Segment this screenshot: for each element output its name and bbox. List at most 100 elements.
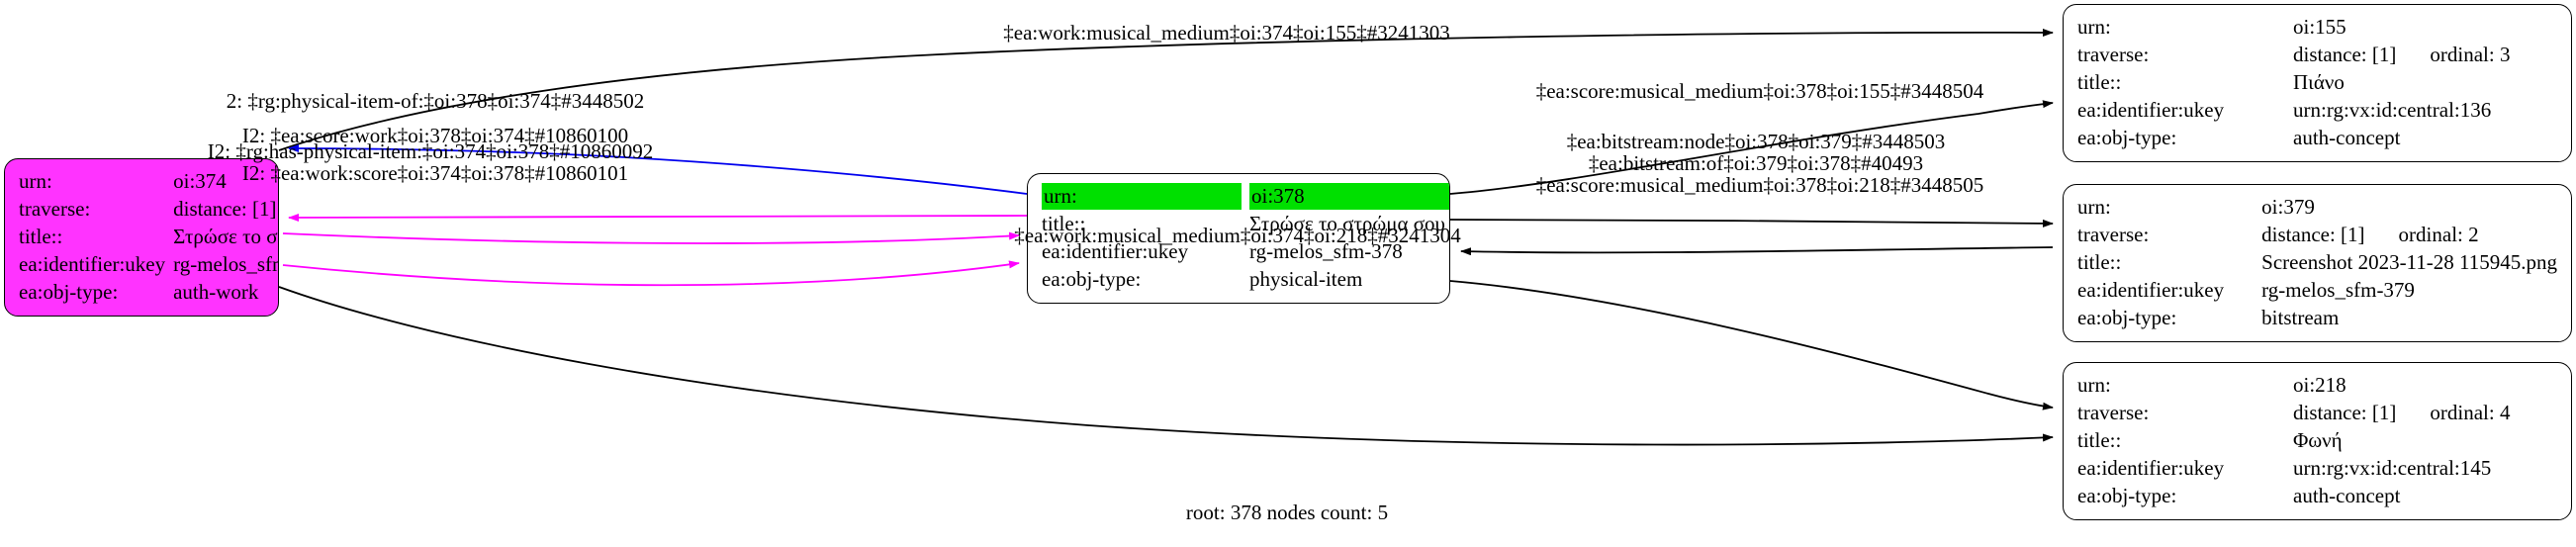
node-row: urn: oi:378 [1042,183,1449,211]
node-row: ea:identifier:ukey rg-melos_sfm-378 [1042,238,1449,266]
node-row: ea:obj-type: physical-item [1042,266,1449,294]
edge-bitstream-of-379-378 [1460,246,2054,256]
edge-label-score-musical-medium-378-155: ‡ea:score:musical_medium‡oi:378‡oi:155‡#… [1535,79,1984,103]
node-value: Πιάνο [2293,70,2345,94]
node-value: Στρώσε το στρώμα σου [173,225,278,248]
node-key: ea:identifier:ukey [2077,456,2225,480]
node-key: ea:identifier:ukey [1042,239,1189,263]
node-key: ea:obj-type: [19,280,119,304]
node-row: ea:obj-type: auth-concept [2077,125,2557,152]
node-key: traverse: [2077,401,2150,424]
node-row: urn: oi:379 [2077,194,2557,222]
node-key: urn: [2077,195,2111,219]
edge-bitstream-node-378-379 [1449,219,2054,228]
node-row: title:: Στρώσε το στρώμα σου [19,224,278,251]
node-row: title:: Πιάνο [2077,69,2557,97]
node-value: bitstream [2261,306,2340,329]
node-key: title:: [1042,212,1086,235]
node-row: traverse: distance: [1] ordinal: 3 [2077,42,2557,69]
edge-label-work-score-374-378: I2: ‡ea:work:score‡oi:374‡oi:378‡#108601… [241,161,629,185]
node-value: urn:rg:vx:id:central:136 [2293,98,2492,122]
node-row: traverse: distance: [1]ordinal: 4 [2077,400,2557,427]
edge-score-musical-medium-378-218 [1449,280,2054,410]
node-oi-379-table: urn: oi:379 traverse: distance: [1] ordin… [2077,194,2557,332]
node-oi-378[interactable]: urn: oi:378 title:: Στρώσε το στρώμα σου… [1027,173,1450,304]
node-oi-155[interactable]: urn: oi:155 traverse: distance: [1] ordin… [2063,4,2572,162]
graph-footer: root: 378 nodes count: 5 [1185,500,1389,524]
edge-label-work-musical-medium-374-218: ‡ea:work:musical_medium‡oi:374‡oi:218‡#3… [1014,224,1461,247]
node-value-secondary: ordinal: 3 [2430,43,2511,66]
node-key: traverse: [2077,223,2150,246]
node-value: distance: [1] ordinal: 3 [2293,42,2557,69]
edge-work-score-374-378 [282,260,1020,287]
node-value: auth-concept [2293,126,2401,149]
node-row: title:: Στρώσε το στρώμα σου [1042,211,1449,238]
node-key: title:: [2077,250,2122,274]
node-row: ea:obj-type: auth-work [19,279,278,307]
node-value: distance: [1]ordinal: 1 [173,196,278,224]
node-key: urn: [2077,373,2111,397]
node-row: title:: Screenshot 2023-11-28 115945.png [2077,249,2557,277]
node-row: ea:identifier:ukey urn:rg:vx:id:central:… [2077,97,2557,125]
node-key: urn: [2077,15,2111,39]
node-value-secondary: ordinal: 2 [2398,223,2479,246]
edge-label-work-musical-medium-374-155: ‡ea:work:musical_medium‡oi:374‡oi:155‡#3… [1003,21,1450,45]
node-value: Φωνή [2293,428,2343,452]
node-value-primary: distance: [1] [2261,223,2365,246]
edge-work-musical-medium-374-218 [278,286,2054,446]
edge-label-score-work-378-374: I2: ‡ea:score:work‡oi:378‡oi:374‡#108601… [241,124,629,147]
node-row: ea:obj-type: bitstream [2077,305,2557,332]
node-value-highlight: oi:378 [1249,183,1449,210]
node-value: physical-item [1249,267,1363,291]
node-key: ea:identifier:ukey [19,252,166,276]
node-key-highlight: urn: [1042,183,1242,210]
edge-label-bitstream-node-378-379: ‡ea:bitstream:node‡oi:378‡oi:379‡#344850… [1566,130,1946,153]
node-value-primary: distance: [1] [173,197,277,221]
node-row: urn: oi:218 [2077,372,2557,400]
node-key: ea:identifier:ukey [2077,278,2225,302]
node-row: traverse: distance: [1]ordinal: 1 [19,196,278,224]
node-row: ea:identifier:ukey rg-melos_sfm-374 [19,251,278,279]
node-value: oi:378 [1249,183,1449,211]
node-value: rg-melos_sfm-378 [1249,239,1403,263]
node-key: ea:obj-type: [2077,126,2177,149]
node-key: traverse: [2077,43,2150,66]
node-oi-218[interactable]: urn: oi:218 traverse: distance: [1]ordin… [2063,362,2572,520]
node-value: rg-melos_sfm-379 [2261,278,2415,302]
node-value: rg-melos_sfm-374 [173,252,278,276]
node-value-secondary: ordinal: 4 [2430,401,2511,424]
node-row: urn: oi:374 [19,168,278,196]
node-key: title:: [2077,70,2122,94]
node-value: Στρώσε το στρώμα σου [1249,212,1445,235]
node-value: oi:218 [2293,373,2346,397]
node-row: title:: Φωνή [2077,427,2557,455]
node-value: distance: [1] ordinal: 2 [2261,222,2557,249]
node-value: auth-work [173,280,259,304]
node-value: Screenshot 2023-11-28 115945.png [2261,250,2557,274]
node-oi-374-table: urn: oi:374 traverse: distance: [1]ordin… [19,168,278,307]
node-key: ea:obj-type: [2077,484,2177,507]
edge-label-physical-item-of-378-374: 2: ‡rg:physical-item-of:‡oi:378‡oi:374‡#… [226,89,645,113]
node-row: ea:identifier:ukey rg-melos_sfm-379 [2077,277,2557,305]
node-value: urn:rg:vx:id:central:145 [2293,456,2492,480]
node-oi-155-table: urn: oi:155 traverse: distance: [1] ordin… [2077,14,2557,152]
edge-score-work-378-374 [288,213,1028,222]
edge-has-physical-item-374-378 [282,231,1020,244]
node-row: traverse: distance: [1] ordinal: 2 [2077,222,2557,249]
node-key: urn: [1042,183,1249,211]
node-row: urn: oi:155 [2077,14,2557,42]
node-value: auth-concept [2293,484,2401,507]
node-key: traverse: [19,197,91,221]
edge-label-bitstream-of-379-378: ‡ea:bitstream:of‡oi:379‡oi:378‡#40493 [1588,151,1924,175]
node-key: title:: [2077,428,2122,452]
node-oi-379[interactable]: urn: oi:379 traverse: distance: [1] ordin… [2063,184,2572,342]
node-key: ea:obj-type: [2077,306,2177,329]
node-oi-218-table: urn: oi:218 traverse: distance: [1]ordin… [2077,372,2557,510]
node-key: ea:identifier:ukey [2077,98,2225,122]
node-value: oi:379 [2261,195,2315,219]
node-value-primary: distance: [1] [2293,43,2397,66]
node-value: distance: [1]ordinal: 4 [2293,400,2557,427]
node-row: ea:obj-type: auth-concept [2077,483,2557,510]
node-oi-374[interactable]: urn: oi:374 traverse: distance: [1]ordin… [4,158,279,317]
